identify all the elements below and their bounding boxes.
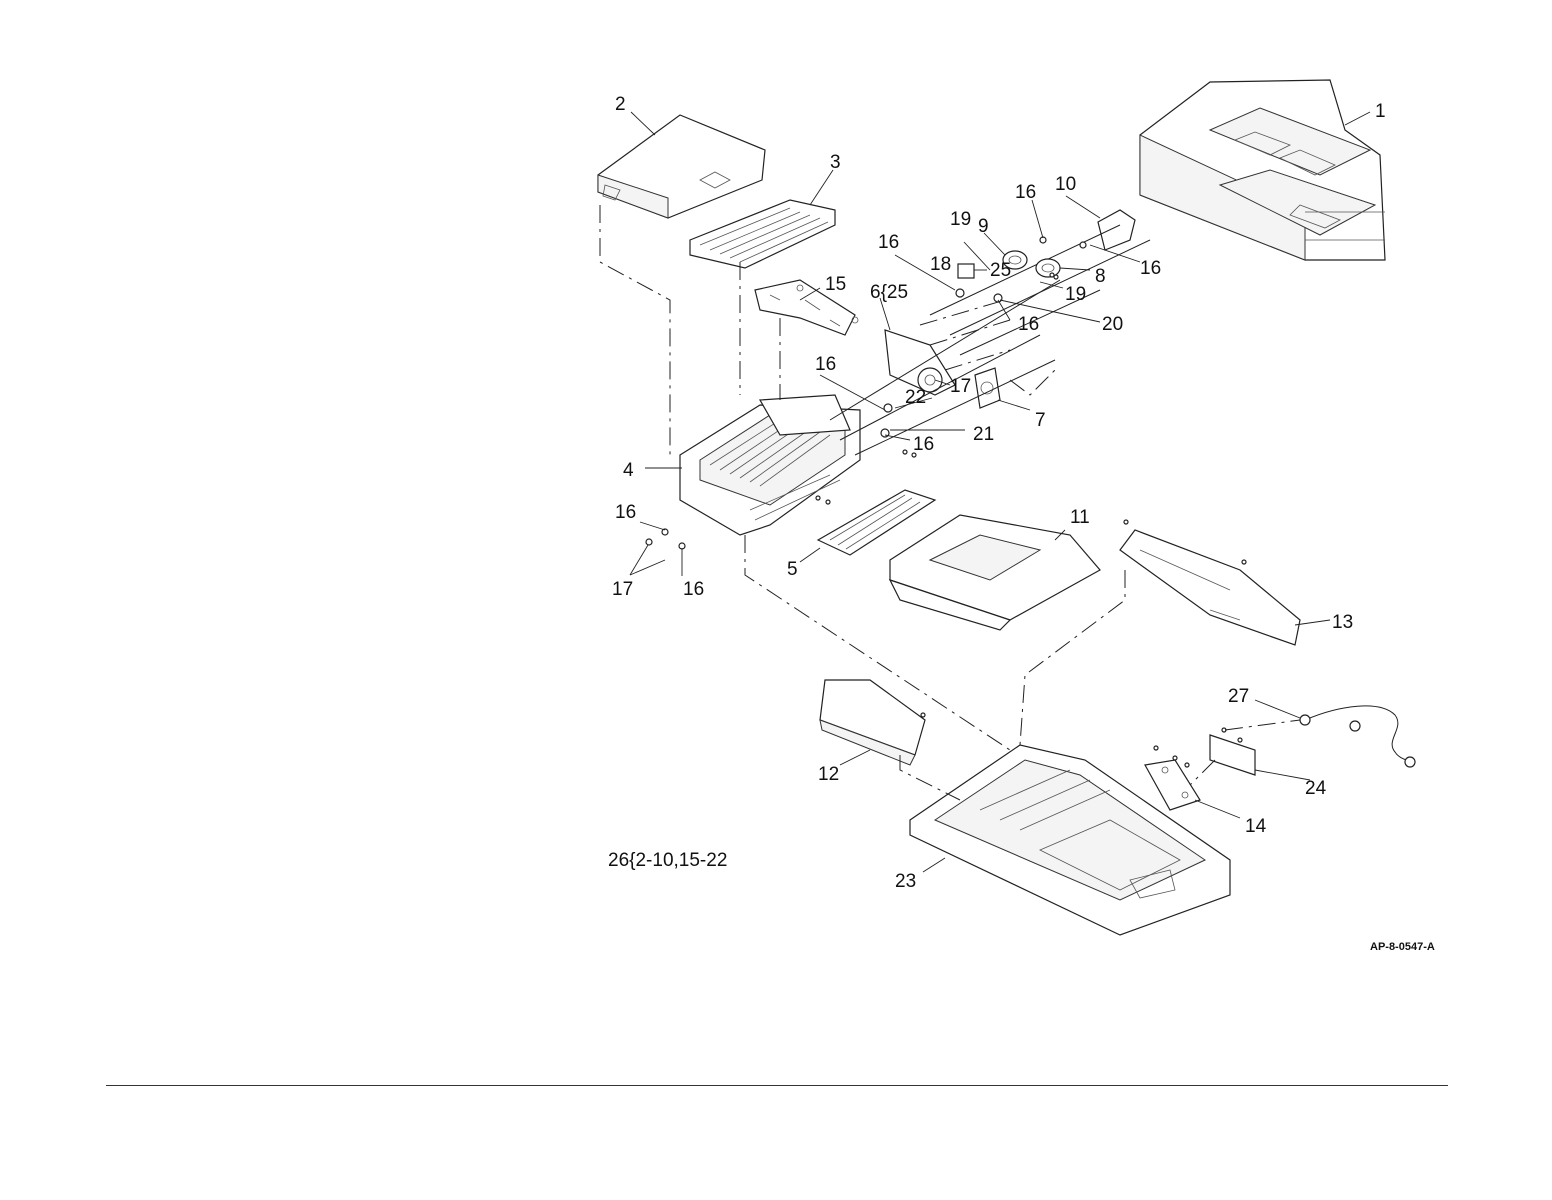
callout-21: 21 [973,424,994,445]
callout-18: 18 [930,254,951,275]
callout-16b: 16 [878,232,899,253]
callout-22: 22 [905,387,926,408]
callout-16g: 16 [615,502,636,523]
part-3-upper-chute [690,200,835,268]
callout-12: 12 [818,764,839,785]
part-27-harness [1300,706,1415,767]
callout-6: 6{25 [870,282,908,303]
callout-16e: 16 [815,354,836,375]
part-12-front-cover [820,680,925,765]
callout-27: 27 [1228,686,1249,707]
callout-7: 7 [1035,410,1046,431]
part-4-feeder-frame [680,395,860,535]
callout-9: 9 [978,216,989,237]
figure-code: AP-8-0547-A [1370,941,1435,953]
callout-5: 5 [787,559,798,580]
callout-20: 20 [1102,314,1123,335]
callout-15: 15 [825,274,846,295]
part-13-rear-cover [1120,530,1300,645]
callout-16c: 16 [1140,258,1161,279]
callout-1: 1 [1375,101,1386,122]
part-24-cover-plate [1210,735,1255,775]
callout-8: 8 [1095,266,1106,287]
callout-19b: 19 [1065,284,1086,305]
callout-23: 23 [895,871,916,892]
callout-16f: 16 [913,434,934,455]
part-14-pwb-bracket [1145,760,1200,810]
callout-16d: 16 [1018,314,1039,335]
callout-17a: 17 [950,376,971,397]
callout-11: 11 [1070,507,1090,528]
callout-14: 14 [1245,816,1267,837]
callout-10: 10 [1055,174,1076,195]
callout-2: 2 [615,94,626,115]
part-1-feeder-assembly [1140,80,1385,260]
callout-17b: 17 [612,579,633,600]
callout-4: 4 [623,460,634,481]
callout-24: 24 [1305,778,1327,799]
kit-note: 26{2-10,15-22 [608,850,727,871]
part-11-document-tray [890,515,1100,630]
part-2-top-cover [598,115,765,218]
part-25-sensor [958,264,974,278]
callout-16h: 16 [683,579,704,600]
footer-rule [106,1085,1448,1086]
callout-13: 13 [1332,612,1353,633]
part-10-small-bracket [1098,210,1135,250]
callout-3: 3 [830,152,841,173]
callout-25: 25 [990,260,1011,281]
callout-19a: 19 [950,209,971,230]
callout-16a: 16 [1015,182,1036,203]
